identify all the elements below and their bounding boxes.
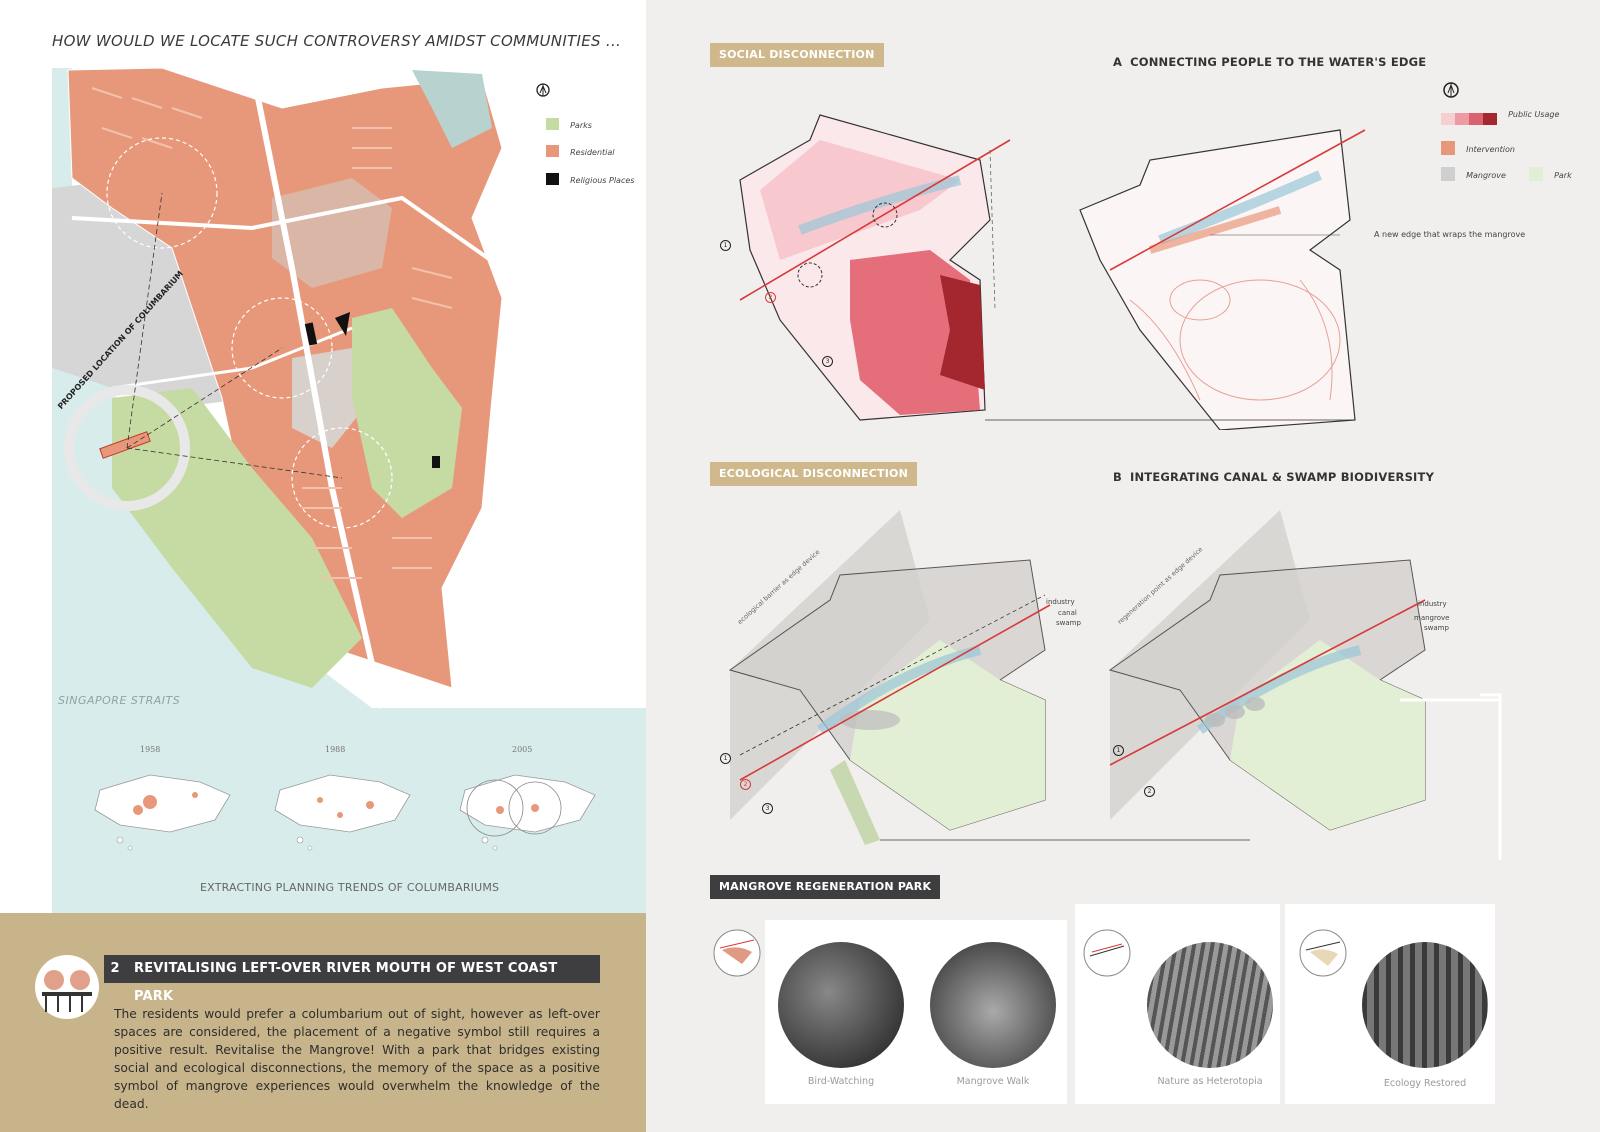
eco-left-marker-3: 3 <box>762 803 773 814</box>
social-title-text: CONNECTING PEOPLE TO THE WATER'S EDGE <box>1130 55 1427 69</box>
legend-public-usage: Public Usage <box>1441 110 1559 129</box>
legend-label-intervention: Intervention <box>1466 145 1515 154</box>
caption-bird-watching: Bird-Watching <box>807 1076 875 1087</box>
eco-left-marker-2: 2 <box>740 779 751 790</box>
heterotopia-icon <box>1083 929 1131 977</box>
eco-left-label-canal: canal <box>1058 609 1077 617</box>
social-annotation: A new edge that wraps the mangrove <box>1374 230 1526 239</box>
eco-right-label-swamp: swamp <box>1424 624 1449 632</box>
year-2005: 2005 <box>512 745 533 754</box>
straits-label: SINGAPORE STRAITS <box>58 694 181 707</box>
legend-label-residential: Residential <box>570 148 615 157</box>
eco-left-marker-1: 1 <box>720 753 731 764</box>
ecological-diagrams <box>728 510 1502 860</box>
legend-label-public-usage: Public Usage <box>1508 110 1560 119</box>
legend-label-park: Park <box>1554 171 1572 180</box>
eco-right-marker-1: 1 <box>1113 745 1124 756</box>
legend-swatch-residential <box>546 144 559 157</box>
social-title: A CONNECTING PEOPLE TO THE WATER'S EDGE <box>1113 55 1426 69</box>
eco-left-label-industry: industry <box>1046 598 1075 606</box>
trends-caption: EXTRACTING PLANNING TRENDS OF COLUMBARIU… <box>200 881 500 894</box>
north-arrow-icon <box>1443 82 1459 102</box>
social-title-letter: A <box>1113 55 1123 69</box>
legend-residential: Residential <box>546 140 615 159</box>
legend-label-religious: Religious Places <box>570 176 635 185</box>
section-body: The residents would prefer a columbarium… <box>114 1007 600 1111</box>
section-title: REVITALISING LEFT-OVER RIVER MOUTH OF WE… <box>126 955 600 1004</box>
mangrove-walk-photo <box>930 942 1056 1068</box>
ecological-tag: ECOLOGICAL DISCONNECTION <box>710 462 917 486</box>
ecology-restored-icon <box>1299 929 1347 977</box>
religious-place-marker <box>304 322 318 346</box>
eco-right-marker-2: 2 <box>1144 786 1155 797</box>
social-marker-1: 1 <box>720 240 731 251</box>
social-marker-3: 3 <box>822 356 833 367</box>
social-diagrams <box>739 114 1366 430</box>
historical-maps <box>94 774 596 851</box>
bird-watching-photo <box>778 942 904 1068</box>
social-tag: SOCIAL DISCONNECTION <box>710 43 884 67</box>
social-marker-2: 2 <box>765 292 776 303</box>
caption-mangrove-walk: Mangrove Walk <box>956 1076 1030 1087</box>
ecological-title-text: INTEGRATING CANAL & SWAMP BIODIVERSITY <box>1129 470 1435 484</box>
legend-intervention: Intervention <box>1441 137 1515 156</box>
legend-label-mangrove: Mangrove <box>1466 171 1506 180</box>
legend-religious: Religious Places <box>546 168 634 187</box>
eco-left-label-swamp: swamp <box>1056 619 1081 627</box>
ecology-restored-photo <box>1362 942 1488 1068</box>
caption-ecology-restored: Ecology Restored <box>1383 1078 1467 1089</box>
site-map-drawing <box>52 68 646 709</box>
site-map <box>52 68 646 913</box>
ecological-title: B INTEGRATING CANAL & SWAMP BIODIVERSITY <box>1113 470 1434 484</box>
legend-parks: Parks <box>546 113 592 132</box>
eco-right-label-mangrove: mangrove <box>1414 614 1450 622</box>
caption-heterotopia: Nature as Heterotopia <box>1157 1076 1263 1087</box>
legend-swatch-parks <box>546 117 559 130</box>
eco-right-label-industry: industry <box>1418 600 1447 608</box>
bird-watching-icon <box>713 929 761 977</box>
section-number: 2 <box>104 955 126 983</box>
north-arrow-icon <box>536 82 550 101</box>
ecological-title-letter: B <box>1113 470 1122 484</box>
section-band <box>0 913 646 1132</box>
legend-mangrove-park: Mangrove Park <box>1441 163 1572 182</box>
heterotopia-photo <box>1147 942 1273 1068</box>
park-tag: MANGROVE REGENERATION PARK <box>710 875 941 899</box>
legend-label-parks: Parks <box>570 121 592 130</box>
section-emblem-icon <box>35 955 99 1019</box>
year-1958: 1958 <box>140 745 161 754</box>
legend-swatch-religious <box>546 172 559 185</box>
year-1988: 1988 <box>325 745 346 754</box>
page-title: HOW WOULD WE LOCATE SUCH CONTROVERSY AMI… <box>52 32 622 50</box>
